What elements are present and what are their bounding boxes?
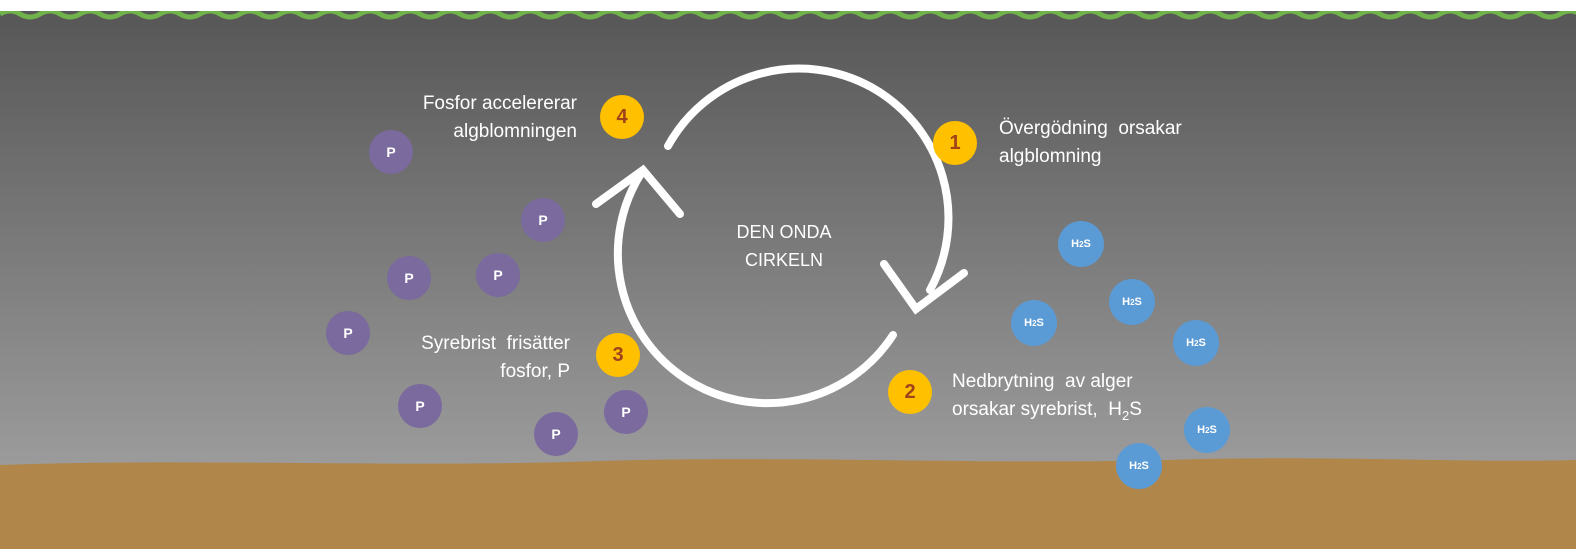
step-2-text: Nedbrytning av alger orsakar syrebrist, … — [952, 368, 1142, 430]
phosphorus-molecule: P — [521, 198, 565, 242]
step-4-line1: Fosfor accelererar — [422, 93, 577, 114]
step-1-badge: 1 — [933, 121, 977, 165]
cycle-title-line2: CIRKELN — [744, 250, 824, 270]
cycle-arrow-upper-head — [880, 260, 968, 315]
phosphorus-molecule: P — [326, 311, 370, 355]
cycle-arrow-lower — [613, 168, 897, 408]
step-3-text: Syrebrist frisätter fosfor, P — [370, 330, 570, 386]
cycle-arrow-lower-head — [592, 164, 684, 218]
step-3-line1: Syrebrist frisätter — [421, 333, 570, 354]
cycle-title: DEN ONDA CIRKELN — [714, 218, 854, 274]
step-2-line2-sub: 2 — [1121, 407, 1130, 423]
step-2-badge: 2 — [888, 370, 932, 414]
step-4-text: Fosfor accelererar algblomningen — [377, 90, 577, 146]
step-2-line1: Nedbrytning av alger — [952, 371, 1133, 392]
step-3-badge: 3 — [596, 333, 640, 377]
phosphorus-molecule: P — [387, 256, 431, 300]
step-1-line2: algblomning — [999, 146, 1102, 167]
cycle-arrows — [592, 64, 968, 408]
phosphorus-molecule: P — [398, 384, 442, 428]
cycle-title-line1: DEN ONDA — [736, 222, 832, 242]
phosphorus-molecule: P — [369, 130, 413, 174]
step-1-line1: Övergödning orsakar — [999, 118, 1182, 139]
step-4-line2: algblomningen — [453, 121, 577, 142]
phosphorus-molecule: P — [534, 412, 578, 456]
cycle-arrow-upper — [664, 64, 953, 294]
sediment — [0, 458, 1576, 549]
step-1-text: Övergödning orsakar algblomning — [999, 115, 1182, 171]
step-2-line2: orsakar syrebrist, H2S — [952, 396, 1142, 430]
phosphorus-molecule: P — [476, 253, 520, 297]
step-2-line2-pre: orsakar syrebrist, H — [952, 399, 1122, 420]
phosphorus-molecule: P — [604, 390, 648, 434]
step-2-line2-post: S — [1129, 399, 1142, 420]
water-surface-wave — [0, 8, 1576, 20]
step-4-badge: 4 — [600, 95, 644, 139]
step-3-line2: fosfor, P — [500, 361, 570, 382]
